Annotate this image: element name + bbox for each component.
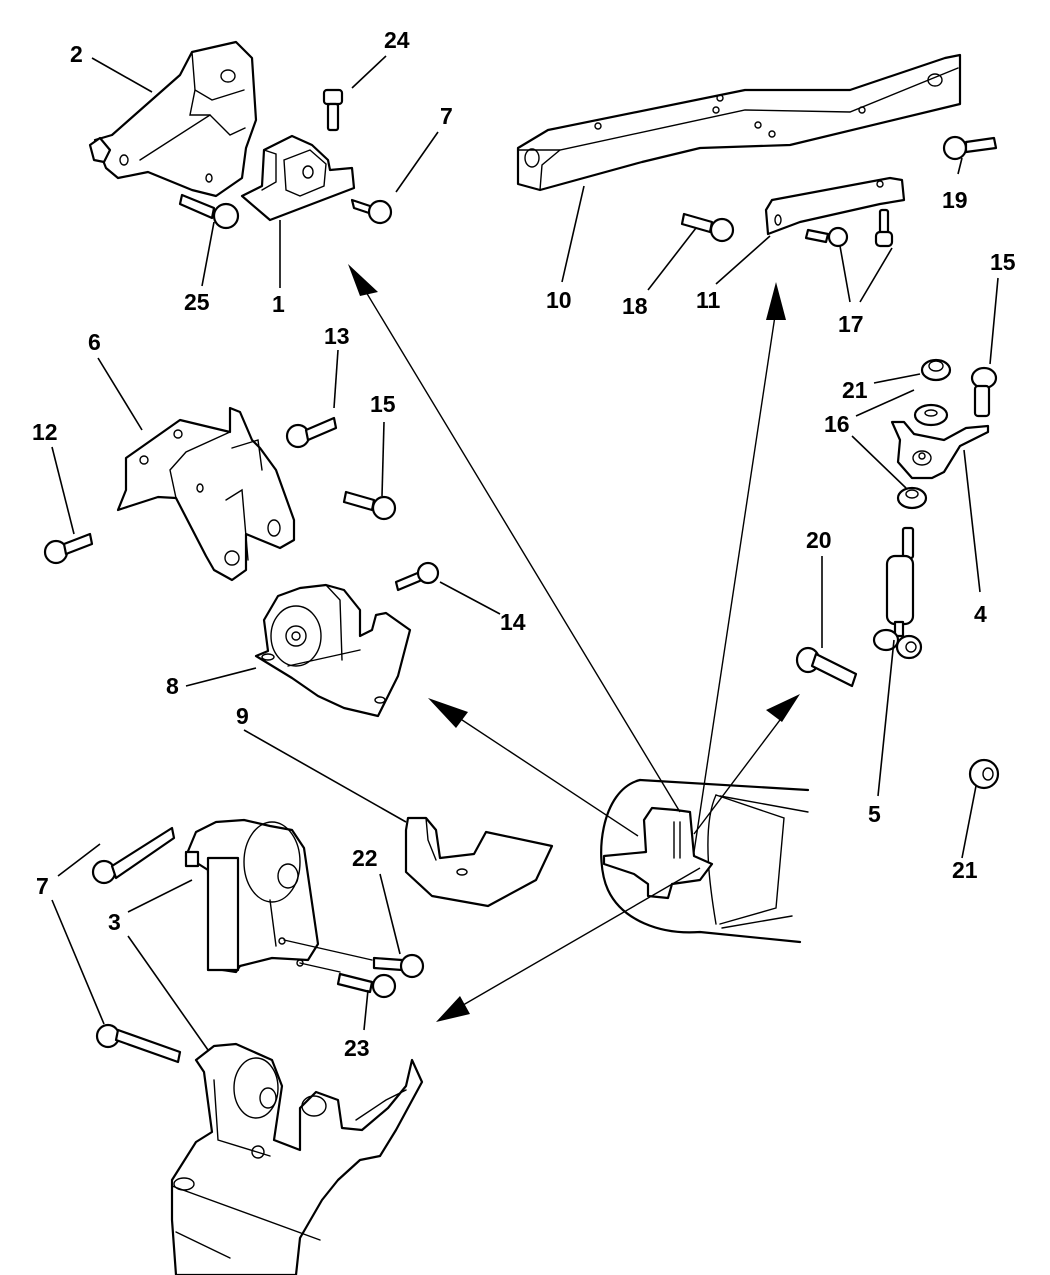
bolt-7-top — [350, 198, 393, 225]
part-9-pad — [404, 816, 554, 908]
bolt-25 — [178, 193, 240, 230]
callout-labels: 2 24 7 1 25 10 18 11 17 19 15 21 16 4 20… — [32, 27, 1016, 1061]
nut-21-bottom — [968, 758, 1000, 790]
callout-2: 2 — [70, 41, 83, 67]
bolt-14 — [394, 561, 440, 592]
bolt-24 — [322, 88, 344, 132]
callout-1: 1 — [272, 291, 285, 317]
part-10-crossmember — [516, 53, 962, 192]
part-3-mount-upper — [184, 818, 320, 974]
callout-11: 11 — [696, 287, 721, 313]
bolt-15-right — [970, 366, 998, 418]
bolt-19 — [942, 135, 998, 161]
callout-12: 12 — [32, 419, 58, 445]
bolt-20 — [795, 646, 858, 688]
callout-24: 24 — [384, 27, 410, 53]
callout-21-bottom: 21 — [952, 857, 978, 883]
bolt-22 — [372, 953, 425, 979]
callout-10: 10 — [546, 287, 572, 313]
callout-15-right: 15 — [990, 249, 1016, 275]
arrowhead-to-rear-mount — [428, 698, 468, 728]
callout-7-top: 7 — [440, 103, 453, 129]
callout-7-mid: 7 — [36, 873, 49, 899]
callout-17: 17 — [838, 311, 864, 337]
arrowhead-to-crossmember — [766, 282, 786, 320]
callout-9: 9 — [236, 703, 249, 729]
callout-4: 4 — [974, 601, 987, 627]
callout-16: 16 — [824, 411, 850, 437]
part-2-bracket — [88, 40, 258, 198]
part-1-mount — [240, 134, 356, 222]
bolt-17a — [804, 226, 849, 248]
callout-25: 25 — [184, 289, 210, 315]
bolt-22-alignment-line — [283, 939, 373, 961]
part-4-bracket — [890, 420, 990, 480]
callout-3: 3 — [108, 909, 121, 935]
callout-19: 19 — [942, 187, 968, 213]
arrowhead-to-right-mount — [348, 264, 378, 296]
nut-16-bottom — [896, 486, 928, 510]
bolt-18 — [680, 212, 735, 243]
location-inset — [600, 778, 810, 944]
leader-lines — [51, 55, 999, 1051]
part-8-rear-mount — [254, 583, 412, 718]
part-11-brace — [764, 176, 906, 236]
bolt-15-mid — [342, 490, 397, 521]
callout-13: 13 — [324, 323, 350, 349]
part-5-damper — [872, 526, 923, 660]
callout-21-top: 21 — [842, 377, 868, 403]
callout-14: 14 — [500, 609, 526, 635]
callout-23: 23 — [344, 1035, 370, 1061]
bolt-7-upper — [91, 826, 176, 885]
nut-21-top — [920, 358, 952, 382]
bushing-16-top — [913, 403, 949, 427]
bolt-12 — [43, 532, 94, 565]
arrowhead-to-front-mount — [436, 996, 470, 1022]
callout-5: 5 — [868, 801, 881, 827]
part-6-bracket — [116, 406, 296, 582]
bolt-23 — [336, 972, 397, 999]
callout-22: 22 — [352, 845, 378, 871]
callout-20: 20 — [806, 527, 832, 553]
bolt-13 — [285, 416, 338, 449]
locator-arrows — [348, 264, 800, 1022]
part-3-mount-on-transmission — [170, 1042, 424, 1275]
bolt-7-lower — [95, 1023, 182, 1064]
callout-6: 6 — [88, 329, 101, 355]
callout-15-mid: 15 — [370, 391, 396, 417]
bolt-23-alignment-line — [299, 962, 341, 973]
arrowhead-to-damper — [766, 694, 800, 722]
bolt-17b — [874, 208, 894, 248]
callout-8: 8 — [166, 673, 179, 699]
callout-18: 18 — [622, 293, 648, 319]
